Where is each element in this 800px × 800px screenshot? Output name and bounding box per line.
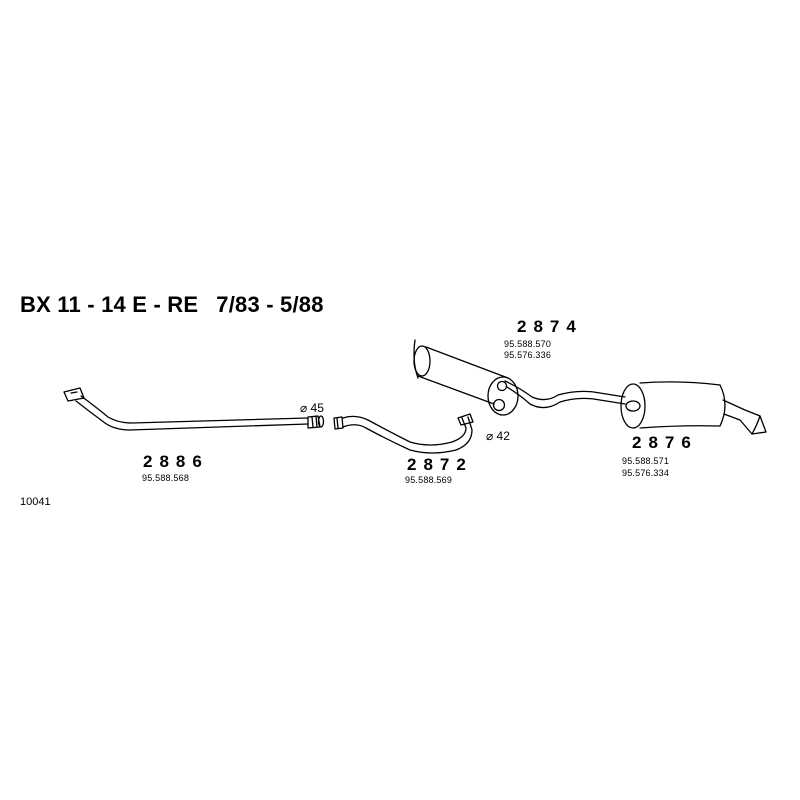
center-silencer-2874: [413, 339, 626, 416]
period-label: 7/83 - 5/88: [216, 292, 324, 317]
part-ref-2872: 95.588.569: [405, 475, 453, 485]
part-ref-2874-b: 95.576.336: [504, 350, 552, 360]
drawing-code: 10041: [20, 496, 51, 508]
part-number-2876: 2876: [632, 433, 698, 452]
part-ref-2886: 95.588.568: [142, 473, 190, 483]
diameter-label-42: ⌀ 42: [486, 429, 510, 443]
part-ref-2874-a: 95.588.570: [504, 339, 552, 349]
model-label: BX 11 - 14 E - RE: [20, 292, 199, 317]
part-number-2874: 2874: [517, 317, 583, 336]
page-title: BX 11 - 14 E - RE 7/83 - 5/88: [20, 292, 324, 318]
intermediate-pipe-2872: [333, 413, 474, 454]
front-pipe-2886: [63, 387, 325, 431]
diameter-label-45: ⌀ 45: [300, 401, 324, 415]
rear-silencer-2876: [620, 381, 767, 435]
part-number-2886: 2886: [143, 452, 209, 471]
part-ref-2876-a: 95.588.571: [622, 456, 670, 466]
part-number-2872: 2872: [407, 455, 473, 474]
part-ref-2876-b: 95.576.334: [622, 468, 670, 478]
